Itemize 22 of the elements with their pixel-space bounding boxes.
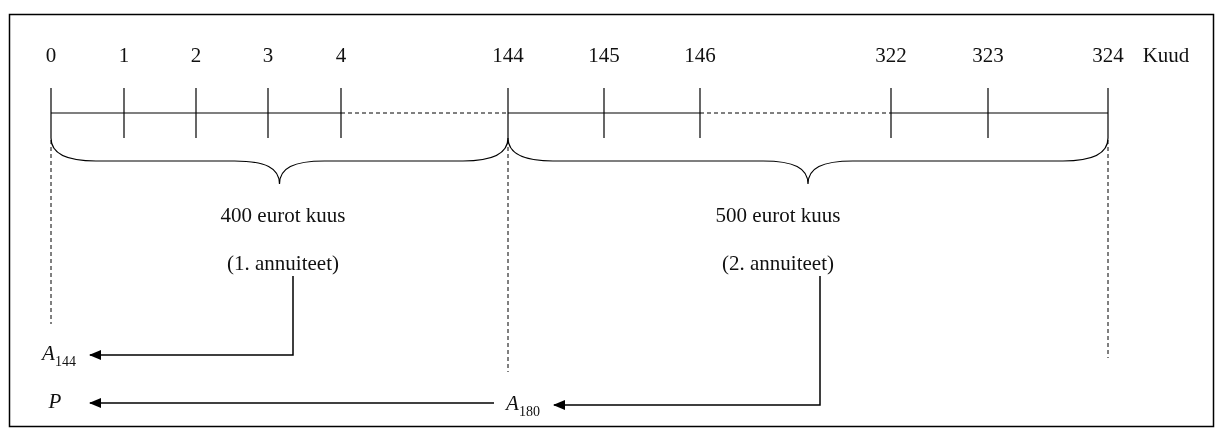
tick-label: 324 [1092, 42, 1124, 68]
tick-label: 0 [45, 42, 57, 68]
tick-label: 4 [335, 42, 347, 68]
value-symbol: P [48, 388, 62, 414]
tick-label: 322 [875, 42, 907, 68]
payment-label: 500 eurot kuus [715, 202, 841, 228]
tick-label: 146 [684, 42, 716, 68]
axis-unit-label: Kuud [1142, 42, 1190, 68]
annuity-label: (1. annuiteet) [227, 250, 339, 276]
tick-label: 1 [118, 42, 130, 68]
tick-label: 323 [972, 42, 1004, 68]
arrow [553, 275, 821, 410]
arrow [89, 398, 495, 408]
value-symbol: A$_{180}$ [506, 390, 540, 416]
payment-label: 400 eurot kuus [220, 202, 346, 228]
tick-label: 145 [588, 42, 620, 68]
tick-label: 144 [492, 42, 524, 68]
annuity-label: (2. annuiteet) [722, 250, 834, 276]
tick-label: 3 [262, 42, 274, 68]
arrow [89, 275, 294, 360]
value-symbol: A$_{144}$ [42, 340, 76, 366]
tick-label: 2 [190, 42, 202, 68]
